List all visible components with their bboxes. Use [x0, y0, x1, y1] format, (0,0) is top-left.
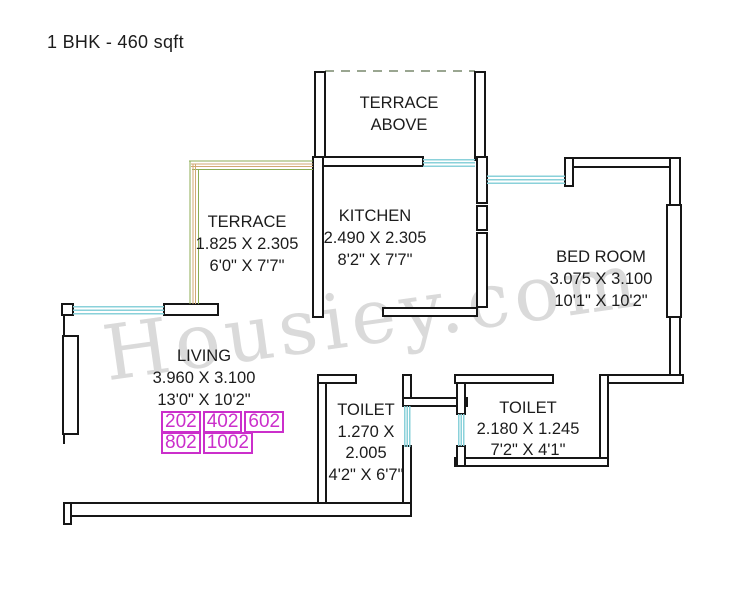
room-dim-ft: 8'2" X 7'7": [337, 251, 413, 269]
bedroom-label: BED ROOM 3.075 X 3.100 10'1" X 10'2": [550, 246, 653, 312]
toilet-center-walls: [317, 374, 468, 516]
room-name: TERRACE: [207, 213, 287, 231]
room-name: ABOVE: [370, 116, 428, 134]
toilet-right-walls: [454, 374, 609, 467]
terrace-above-label: TERRACE ABOVE: [360, 92, 439, 136]
toilet-center-label: TOILET 1.270 X 2.005 4'2" X 6'7": [329, 400, 404, 486]
room-name: KITCHEN: [338, 207, 412, 225]
room-name: TOILET: [337, 401, 395, 419]
room-dim-m: 1.270 X: [337, 422, 395, 441]
unit-number-box: 202: [161, 411, 201, 433]
terrace-railing: [189, 160, 313, 304]
room-dim-m: 2.005: [345, 444, 387, 462]
room-dim-m: 2.180 X 1.245: [476, 420, 580, 438]
room-name: TERRACE: [359, 94, 439, 112]
room-dim-ft: 4'2" X 6'7": [328, 465, 404, 484]
unit-number-box: 402: [202, 411, 243, 433]
room-dim-m: 1.825 X 2.305: [195, 235, 299, 253]
bedroom-walls: [564, 157, 684, 384]
room-name: LIVING: [176, 347, 232, 365]
unit-numbers-row-1: 202 402 602: [161, 411, 285, 433]
room-dim-ft: 6'0" X 7'7": [209, 257, 285, 275]
kitchen-label: KITCHEN 2.490 X 2.305 8'2" X 7'7": [324, 205, 427, 271]
room-dim-m: 3.075 X 3.100: [549, 270, 653, 288]
room-dim-ft: 13'0" X 10'2": [157, 391, 251, 409]
toilet-right-label: TOILET 2.180 X 1.245 7'2" X 4'1": [477, 398, 580, 461]
room-name: TOILET: [499, 399, 557, 417]
room-dim-m: 3.960 X 3.100: [152, 369, 256, 387]
room-name: BED ROOM: [556, 248, 646, 266]
plan-title: 1 BHK - 460 sqft: [47, 32, 184, 52]
room-dim-ft: 10'1" X 10'2": [554, 292, 648, 310]
window-lines: [73, 158, 565, 447]
living-walls: [61, 303, 412, 525]
unit-number-box: 1002: [202, 432, 253, 454]
unit-numbers-row-2: 802 1002: [161, 432, 253, 454]
room-dim-m: 2.490 X 2.305: [323, 229, 427, 247]
terrace-label: TERRACE 1.825 X 2.305 6'0" X 7'7": [196, 211, 299, 277]
room-dim-ft: 7'2" X 4'1": [490, 441, 566, 459]
unit-number-box: 802: [161, 432, 201, 454]
unit-number-box: 602: [244, 411, 285, 433]
living-label: LIVING 3.960 X 3.100 13'0" X 10'2": [153, 345, 256, 411]
